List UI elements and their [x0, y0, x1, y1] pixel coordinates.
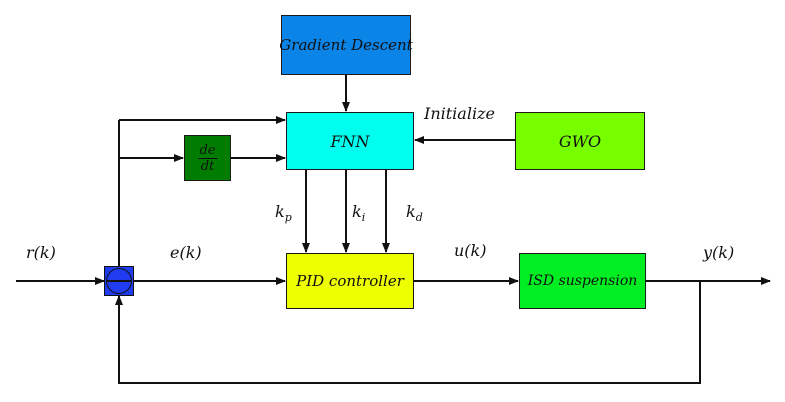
fraction-bar: [197, 157, 218, 159]
output-label: y(k): [703, 243, 735, 262]
derivative-denominator: dt: [200, 158, 215, 174]
pid-controller-block: PID controller: [286, 253, 414, 309]
derivative-fraction: de dt: [197, 142, 218, 174]
derivative-numerator: de: [199, 142, 216, 158]
isd-suspension-block: ISD suspension: [519, 253, 646, 309]
gwo-label: GWO: [558, 131, 602, 151]
kp-base: k: [275, 202, 285, 221]
feedback-line: [115, 281, 701, 384]
kp-subscript: p: [284, 211, 292, 225]
reference-label: r(k): [26, 243, 56, 262]
kd-base: k: [406, 202, 416, 221]
ki-label: ki: [352, 202, 365, 224]
control-signal-label: u(k): [454, 241, 487, 260]
ki-subscript: i: [361, 211, 366, 225]
kp-label: kp: [275, 202, 292, 224]
gwo-block: GWO: [515, 112, 645, 170]
kd-subscript: d: [415, 211, 423, 225]
gradient-descent-label: Gradient Descent: [279, 36, 413, 54]
ki-base: k: [352, 202, 362, 221]
fnn-label: FNN: [330, 131, 370, 151]
initialize-label: Initialize: [424, 104, 495, 123]
derivative-block: de dt: [184, 135, 231, 181]
kd-label: kd: [406, 202, 423, 224]
pid-label: PID controller: [296, 272, 404, 290]
summing-junction: [104, 266, 134, 296]
isd-label: ISD suspension: [527, 273, 638, 289]
fnn-block: FNN: [286, 112, 414, 170]
gradient-descent-block: Gradient Descent: [279, 15, 413, 75]
error-label: e(k): [170, 243, 202, 262]
